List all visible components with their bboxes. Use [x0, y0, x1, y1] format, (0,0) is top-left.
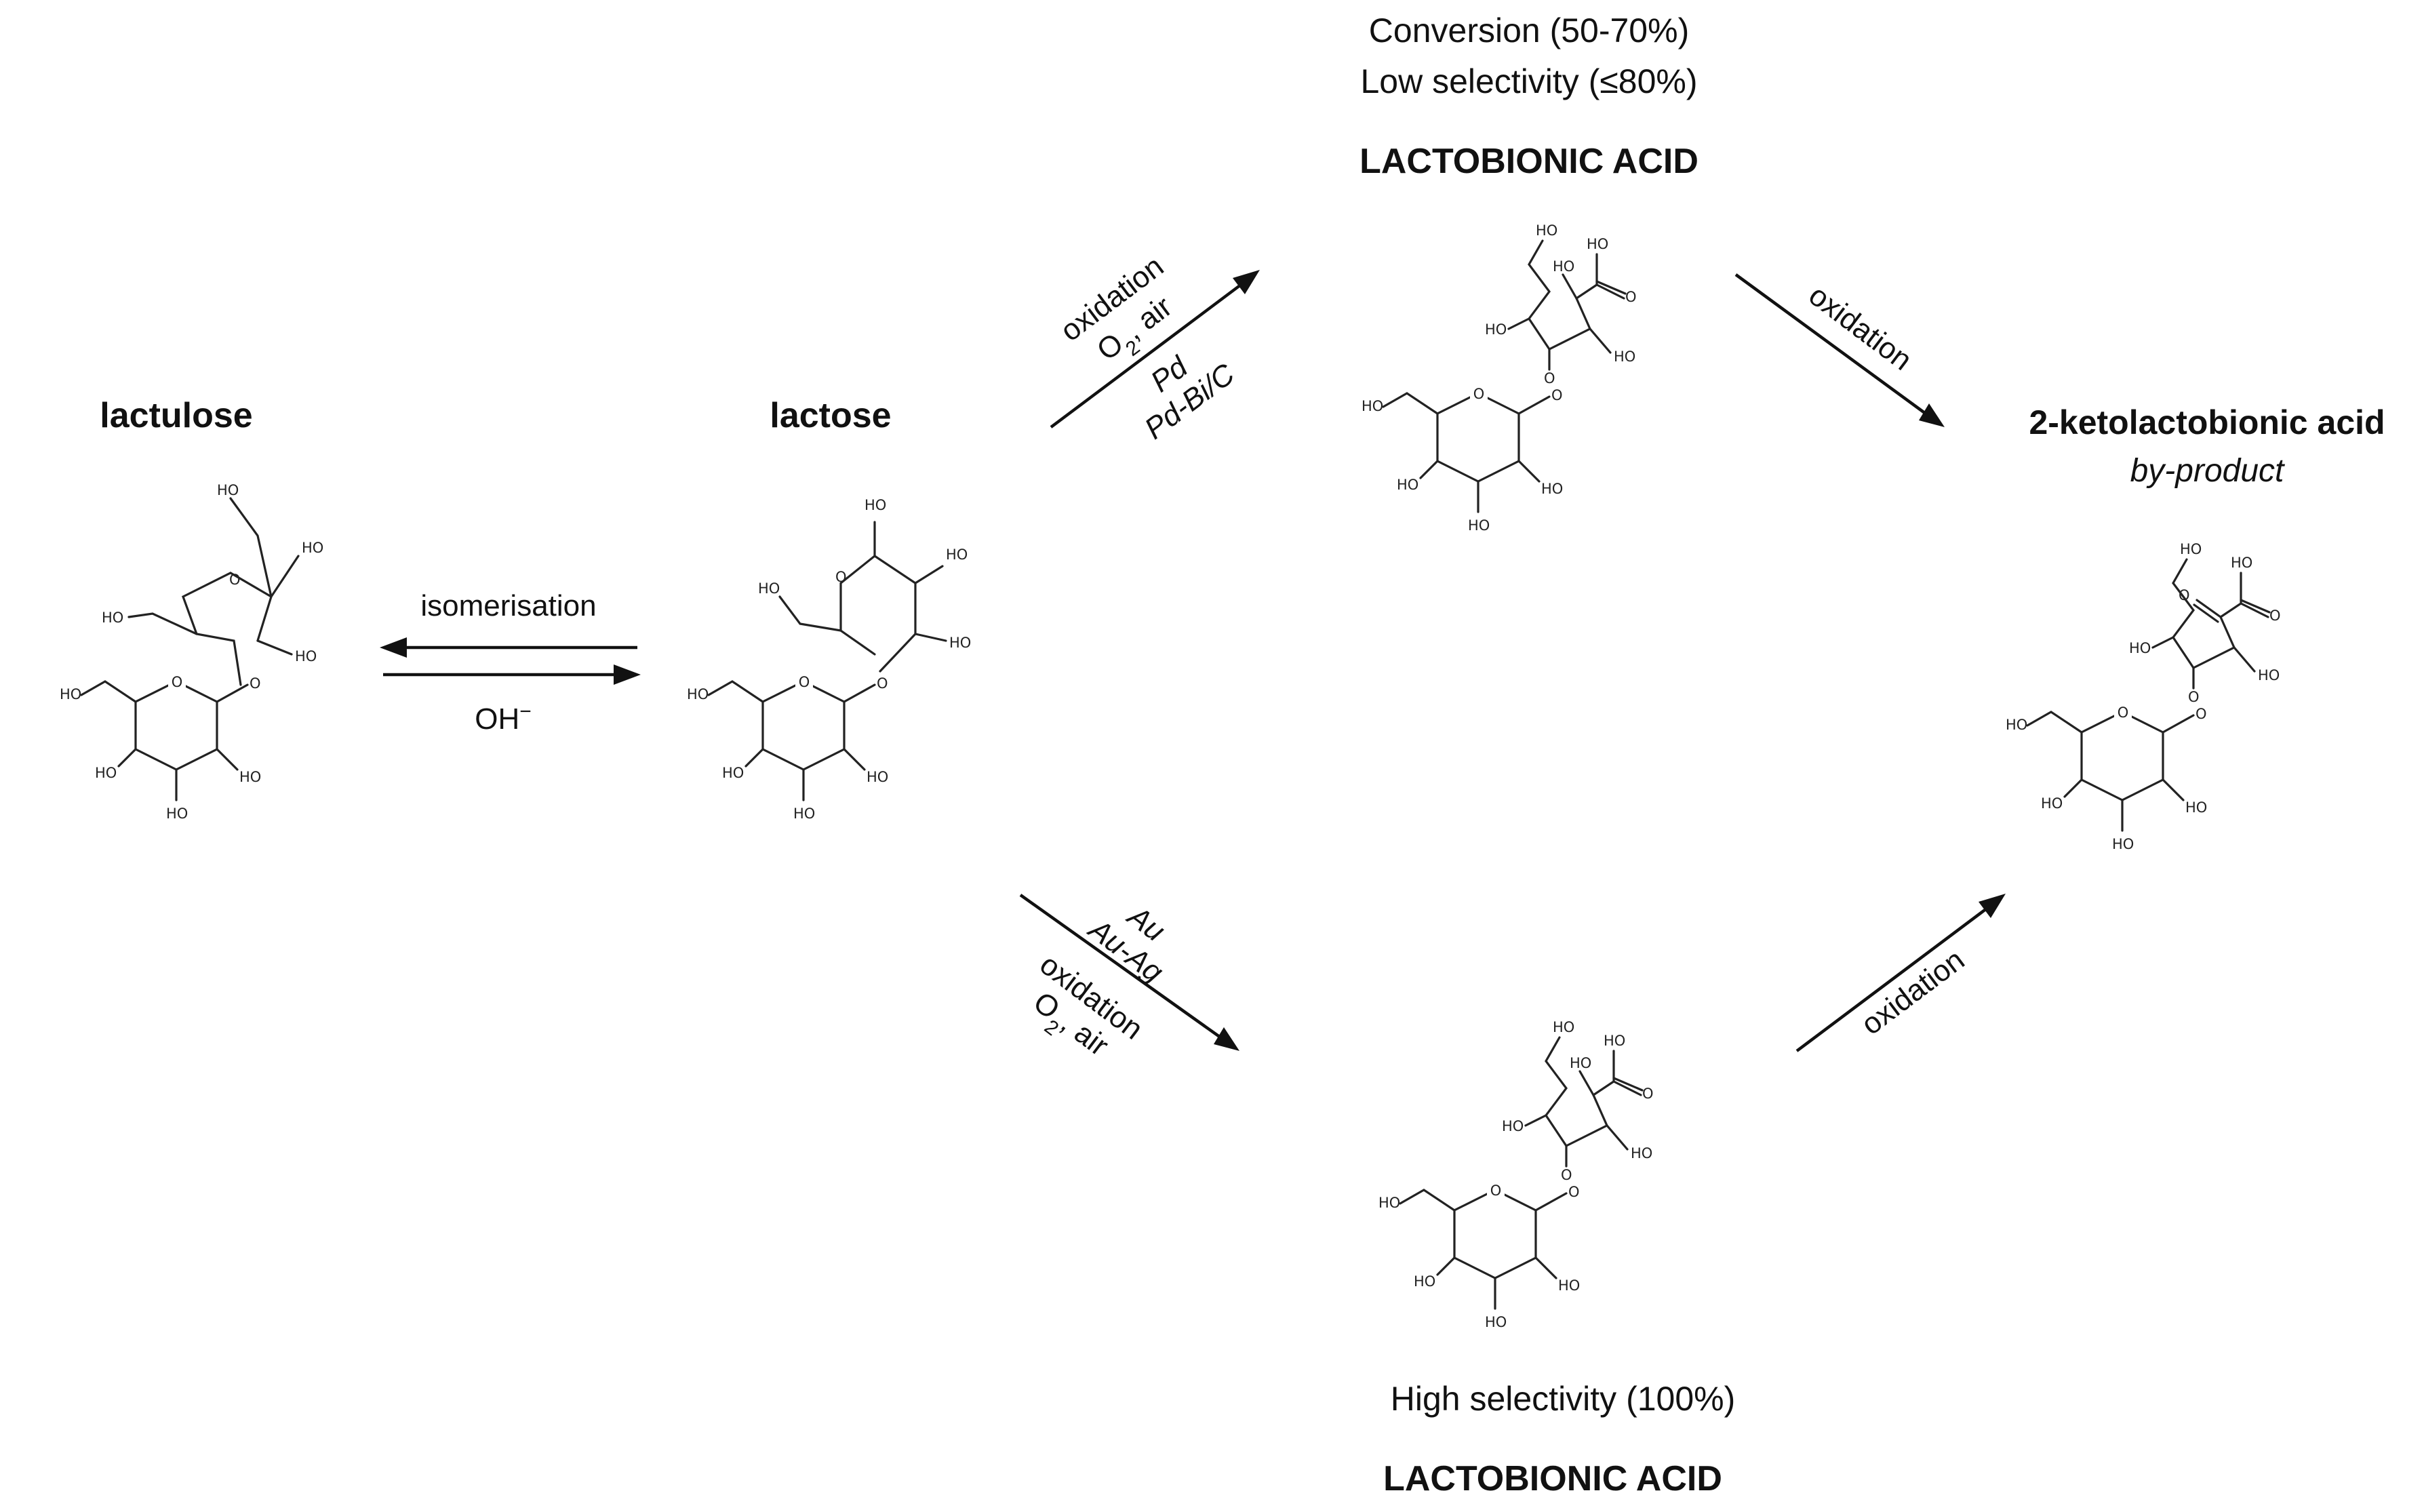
- lactulose-label: lactulose: [100, 396, 252, 435]
- svg-text:O: O: [2179, 587, 2190, 603]
- svg-text:HO: HO: [217, 482, 239, 498]
- ketolactobionic-acid: 2-ketolactobionic acid by-product HO HO …: [2004, 403, 2385, 854]
- svg-text:HO: HO: [2180, 541, 2202, 557]
- svg-text:HO: HO: [302, 540, 323, 556]
- svg-text:HO: HO: [2258, 667, 2280, 683]
- oxidation-bottom-right-arrow: oxidation: [1795, 894, 2006, 1052]
- oxidation-top-right-arrow: oxidation: [1734, 273, 1945, 427]
- high-selectivity-note: High selectivity (100%): [1391, 1380, 1736, 1418]
- isomerisation-label: isomerisation: [420, 589, 596, 622]
- lactose-compound: lactose O HO HO HO HO: [686, 396, 971, 823]
- ketolactobionic-acid-structure: HO HO O HO O O HO: [2004, 541, 2281, 854]
- lactobionic-acid-bottom-label: LACTOBIONIC ACID: [1383, 1459, 1722, 1498]
- svg-text:oxidation: oxidation: [1803, 279, 1918, 377]
- isomerisation-arrow: isomerisation OH−: [380, 589, 641, 736]
- ketolactobionic-acid-label: 2-ketolactobionic acid: [2029, 403, 2385, 441]
- lactose-structure: O HO HO HO HO: [686, 497, 971, 823]
- conversion-note: Conversion (50-70%): [1369, 12, 1689, 49]
- svg-text:O: O: [229, 572, 241, 588]
- svg-text:HO: HO: [865, 497, 886, 513]
- oxidation-pd-arrow: oxidation O2, air Pd Pd-Bi/C: [1050, 250, 1260, 445]
- low-selectivity-note: Low selectivity (≤80%): [1360, 62, 1697, 100]
- lactobionic-acid-top-label: LACTOBIONIC ACID: [1359, 142, 1698, 181]
- by-product-label: by-product: [2130, 453, 2285, 489]
- svg-text:HO: HO: [2231, 555, 2252, 571]
- svg-text:HO: HO: [102, 610, 123, 626]
- svg-text:HO: HO: [758, 580, 780, 597]
- lactulose-compound: lactulose O HO HO HO HO: [58, 396, 323, 823]
- lactobionic-acid-top: Conversion (50-70%) Low selectivity (≤80…: [1359, 12, 1698, 535]
- svg-text:HO: HO: [295, 648, 317, 664]
- lactobionic-acid-bottom: High selectivity (100%) LACTOBIONIC ACID: [1377, 1018, 1736, 1498]
- svg-text:HO: HO: [946, 546, 968, 563]
- svg-text:O: O: [2188, 689, 2200, 705]
- lactobionic-acid-top-structure: [1360, 221, 1638, 535]
- oxidation-au-arrow: Au Au-Ag oxidation O2, air: [1019, 894, 1239, 1062]
- lactobionic-acid-bottom-structure: [1377, 1018, 1655, 1332]
- svg-text:HO: HO: [2129, 640, 2151, 656]
- svg-text:O: O: [835, 569, 847, 585]
- lactose-label: lactose: [770, 396, 891, 435]
- svg-text:HO: HO: [949, 635, 971, 651]
- hydroxide-label: OH−: [475, 700, 532, 736]
- lactulose-structure: O HO HO HO HO: [58, 482, 323, 823]
- svg-text:O: O: [2269, 608, 2281, 624]
